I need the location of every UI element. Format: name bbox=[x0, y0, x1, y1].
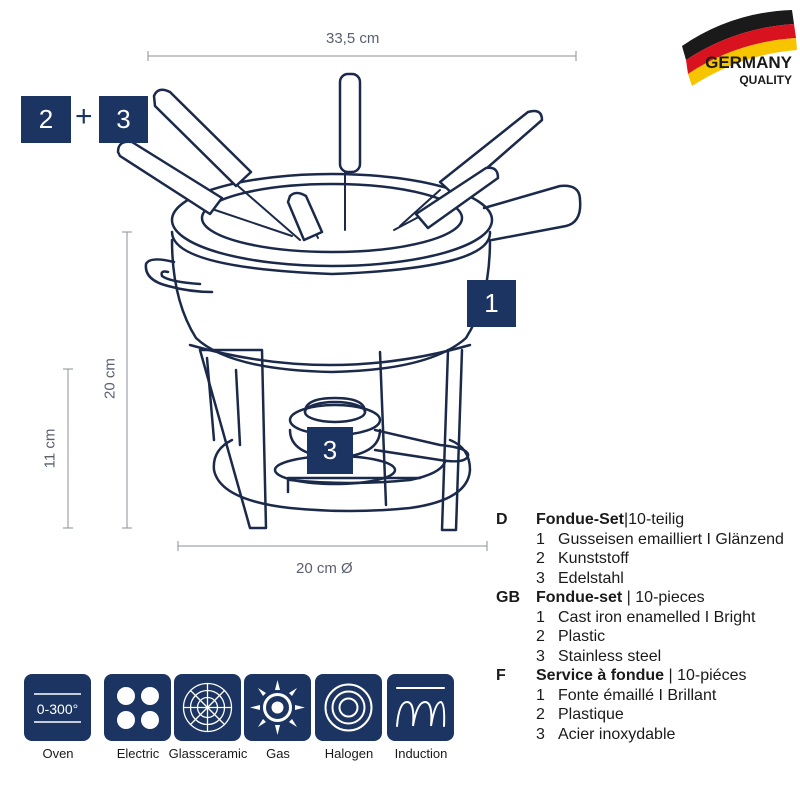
electric-hob-icon bbox=[104, 674, 171, 741]
icon-label-induction: Induction bbox=[394, 746, 448, 761]
legend-title: Fondue-set | 10-pieces bbox=[536, 589, 705, 606]
heat-source-icons: 0-300° Oven Electric Glassceramic bbox=[24, 674, 464, 764]
icon-label-glassceramic: Glassceramic bbox=[168, 746, 248, 761]
legend-title: Service à fondue | 10-piéces bbox=[536, 667, 747, 684]
icon-label-oven: Oven bbox=[42, 746, 74, 761]
gas-icon bbox=[244, 674, 311, 741]
fork-right-back bbox=[399, 109, 544, 227]
glassceramic-icon bbox=[174, 674, 241, 741]
pot-right-handle bbox=[482, 184, 582, 242]
badge-fork-handle: 2 bbox=[21, 96, 71, 143]
germany-quality-title: GERMANY bbox=[705, 53, 792, 72]
badge-fork-tip: 3 bbox=[99, 96, 148, 143]
legend-code: D bbox=[496, 511, 508, 528]
fork-right-front bbox=[393, 166, 500, 231]
diameter-label: 20 cm Ø bbox=[296, 560, 353, 577]
fondue-forks bbox=[116, 72, 544, 242]
width-label: 33,5 cm bbox=[326, 30, 380, 47]
oven-temperature: 0-300° bbox=[37, 701, 78, 717]
badge-burner: 3 bbox=[307, 427, 353, 474]
oven-icon: 0-300° bbox=[24, 674, 91, 741]
icon-label-gas: Gas bbox=[266, 746, 290, 761]
stand-legs bbox=[198, 348, 464, 532]
fork-left-back bbox=[152, 88, 301, 241]
pot-left-handle bbox=[144, 258, 214, 294]
germany-flag-icon bbox=[682, 10, 797, 86]
icon-label-electric: Electric bbox=[116, 746, 160, 761]
legend-title: Fondue-Set|10-teilig bbox=[536, 511, 685, 528]
induction-icon bbox=[387, 674, 454, 741]
badge-pot: 1 bbox=[467, 280, 516, 327]
burner bbox=[273, 396, 470, 486]
fork-center bbox=[338, 72, 362, 231]
germany-quality-subtitle: QUALITY bbox=[739, 73, 792, 87]
badge-plus: + bbox=[75, 100, 93, 133]
fork-mid bbox=[286, 191, 324, 242]
halogen-icon bbox=[315, 674, 382, 741]
legend-code: F bbox=[496, 667, 506, 684]
legend-code: GB bbox=[496, 589, 520, 606]
icon-label-halogen: Halogen bbox=[324, 746, 374, 761]
